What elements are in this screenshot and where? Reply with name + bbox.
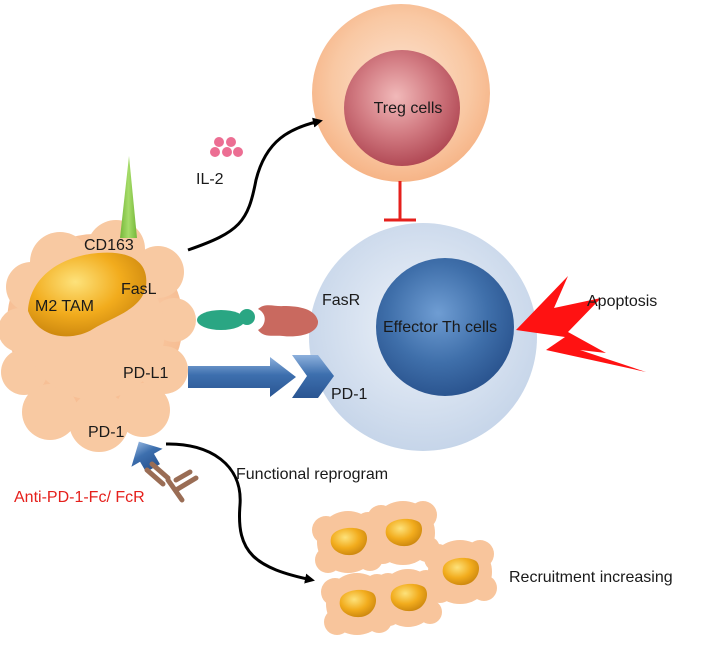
apoptosis-lightning-icon — [516, 276, 646, 372]
il2-molecules-icon — [210, 137, 243, 157]
functional-reprogram-label: Functional reprogram — [236, 466, 388, 483]
treg-cell: Treg cells — [312, 4, 490, 182]
reprogram-arrow — [165, 442, 315, 584]
pd1-tam-label: PD-1 — [88, 424, 125, 441]
apoptosis-label: Apoptosis — [587, 293, 657, 310]
fasl-label: FasL — [121, 281, 157, 298]
fasr-label: FasR — [322, 292, 360, 309]
m2-tam-nucleus — [28, 252, 147, 337]
pd1-effector-label: PD-1 — [331, 386, 368, 403]
il2-arrow — [187, 117, 323, 252]
fasl-ligand-icon — [197, 309, 255, 330]
pdl1-label: PD-L1 — [123, 365, 168, 382]
effector-label: Effector Th cells — [383, 319, 497, 336]
anti-pd1-label: Anti-PD-1-Fc/ FcR — [14, 489, 145, 506]
m2-tam-label: M2 TAM — [35, 298, 94, 315]
cd163-label: CD163 — [84, 237, 134, 254]
recruitment-label: Recruitment increasing — [509, 569, 673, 586]
pdl1-arrow-icon — [188, 357, 296, 397]
inhibition-symbol — [384, 181, 416, 222]
cd163-receptor-icon — [120, 156, 137, 238]
pd1-chevron-icon — [292, 355, 334, 398]
effector-th-cell: Effector Th cells — [309, 223, 537, 451]
recruited-tam-cluster — [312, 501, 497, 635]
fasr-receptor-icon — [258, 305, 319, 337]
antibody-icon — [144, 461, 199, 503]
il2-label: IL-2 — [196, 171, 224, 188]
treg-label: Treg cells — [374, 100, 443, 117]
m2-tam-cell — [0, 220, 196, 452]
